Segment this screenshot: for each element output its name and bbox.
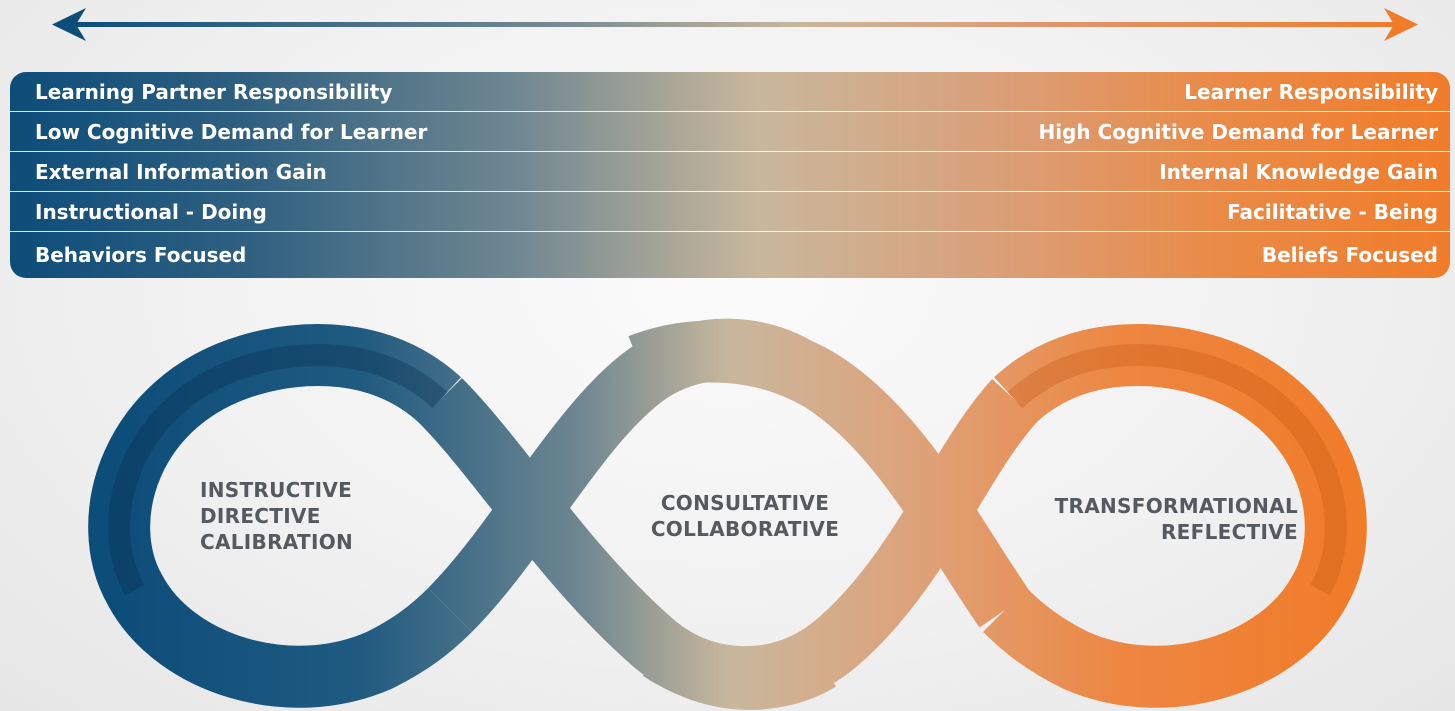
row-right-label: Facilitative - Being [1227,199,1438,224]
loop-label-line: TRANSFORMATIONAL [1054,494,1298,518]
row-left-label: External Information Gain [35,159,327,184]
row-right-label: Learner Responsibility [1184,79,1438,104]
row-left-label: Low Cognitive Demand for Learner [35,119,428,144]
loop-label-left: INSTRUCTIVE DIRECTIVE CALIBRATION [200,477,353,555]
loop-label-line: INSTRUCTIVE [200,478,353,502]
spectrum-row: Instructional - Doing Facilitative - Bei… [10,192,1450,232]
row-right-label: Beliefs Focused [1261,243,1438,267]
spectrum-row: Learning Partner Responsibility Learner … [10,72,1450,112]
spectrum-arrow [52,8,1418,41]
arrow-head-right-icon [1384,8,1418,41]
loop-label-line: DIRECTIVE [200,504,321,528]
left-loop-shade [108,344,448,596]
loop-label-line: REFLECTIVE [1160,520,1298,544]
left-loop [88,324,472,708]
loop-label-line: COLLABORATIVE [650,517,840,541]
row-left-label: Behaviors Focused [35,243,247,267]
spectrum-row: Behaviors Focused Beliefs Focused [10,232,1450,278]
loop-label-line: CALIBRATION [200,530,354,554]
right-loop-shade [1007,344,1347,596]
loop-label-middle: CONSULTATIVE COLLABORATIVE [640,490,850,542]
right-loop [983,324,1367,708]
spectrum-table: Learning Partner Responsibility Learner … [10,72,1450,278]
loop-label-line: CONSULTATIVE [660,491,830,515]
infinity-ribbon [88,318,1367,710]
row-right-label: High Cognitive Demand for Learner [1038,119,1438,144]
strand-front-left [427,318,817,632]
strand-front-right [642,379,1039,709]
row-left-label: Instructional - Doing [35,199,267,224]
spectrum-row: External Information Gain Internal Knowl… [10,152,1450,192]
arrow-shaft [72,22,1397,27]
row-left-label: Learning Partner Responsibility [35,79,393,104]
loop-label-right: TRANSFORMATIONAL REFLECTIVE [1040,493,1298,545]
arrow-head-left-icon [52,8,86,41]
row-right-label: Internal Knowledge Gain [1159,159,1438,184]
spectrum-row: Low Cognitive Demand for Learner High Co… [10,112,1450,152]
